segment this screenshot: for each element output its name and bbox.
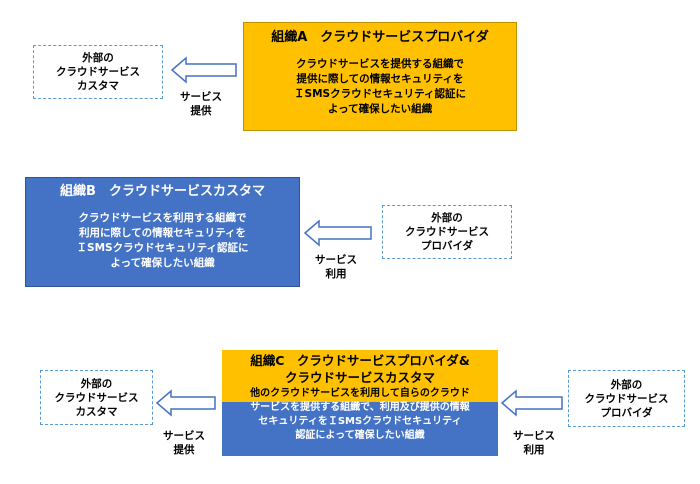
box-line: カスタマ xyxy=(77,80,119,92)
org-c-blue-half xyxy=(222,402,498,456)
label-line: サービス xyxy=(180,91,222,103)
label-line: 提供 xyxy=(173,444,195,456)
left-arrow-icon xyxy=(170,56,237,84)
desc-line: 提供に際しての情報セキュリティを xyxy=(296,73,464,85)
box-line: 外部の xyxy=(431,212,463,224)
box-line: クラウドサービス xyxy=(405,226,489,238)
box-line: 外部の xyxy=(80,377,113,390)
box-line: クラウドサービス xyxy=(584,392,669,405)
left-arrow-icon xyxy=(303,219,372,247)
org-a-title: 組織A クラウドサービスプロバイダ xyxy=(271,30,489,45)
label-line: 利用 xyxy=(523,444,545,456)
org-a-box: 組織A クラウドサービスプロバイダ クラウドサービスを提供する組織で 提供に際し… xyxy=(243,22,517,131)
org-b-description: クラウドサービスを利用する組織で 利用に際しての情報セキュリティを ＩSMSクラ… xyxy=(26,211,299,271)
org-c-title: 組織C クラウドサービスプロバイダ& クラウドサービスカスタマ xyxy=(222,352,498,386)
box-line: クラウドサービス xyxy=(56,66,140,78)
box-line: プロバイダ xyxy=(600,406,653,419)
external-customer-box-a: 外部の クラウドサービス カスタマ xyxy=(33,45,163,99)
desc-line: サービスを提供する組織で、利用及び提供の情報 xyxy=(250,402,470,413)
desc-line: よって確保したい組織 xyxy=(110,257,215,269)
external-customer-box-c: 外部の クラウドサービス カスタマ xyxy=(40,370,153,425)
label-line: 利用 xyxy=(325,268,347,280)
service-use-label-c: サービス 利用 xyxy=(508,429,560,457)
label-line: サービス xyxy=(315,254,357,266)
service-provide-label-a: サービス 提供 xyxy=(175,90,227,118)
desc-line: クラウドサービスを利用する組織で xyxy=(78,212,247,224)
box-line: 外部の xyxy=(82,52,114,64)
desc-line: ＩSMSクラウドセキュリティ認証に xyxy=(294,88,466,100)
left-arrow-icon xyxy=(500,389,563,417)
desc-line: セキュリティをＩSMSクラウドセキュリティ xyxy=(258,416,462,427)
box-line: プロバイダ xyxy=(420,240,474,252)
desc-line: 認証によって確保したい組織 xyxy=(295,430,425,441)
org-b-title: 組織B クラウドサービスカスタマ xyxy=(60,184,265,199)
org-b-box: 組織B クラウドサービスカスタマ クラウドサービスを利用する組織で 利用に際して… xyxy=(25,177,300,287)
desc-line: 他のクラウドサービスを利用して自らのクラウド xyxy=(250,388,470,399)
box-line: カスタマ xyxy=(75,405,118,418)
desc-line: よって確保したい組織 xyxy=(327,103,433,115)
desc-line: ＩSMSクラウドセキュリティ認証に xyxy=(76,242,249,254)
box-line: 外部の xyxy=(610,378,643,391)
org-c-box: 組織C クラウドサービスプロバイダ& クラウドサービスカスタマ 他のクラウドサー… xyxy=(222,350,498,456)
external-provider-box-b: 外部の クラウドサービス プロバイダ xyxy=(382,205,512,259)
desc-line: クラウドサービスを提供する組織で xyxy=(296,58,464,70)
desc-line: 利用に際しての情報セキュリティを xyxy=(78,227,247,239)
org-a-description: クラウドサービスを提供する組織で 提供に際しての情報セキュリティを ＩSMSクラ… xyxy=(244,57,516,117)
service-provide-label-c: サービス 提供 xyxy=(158,429,210,457)
label-line: サービス xyxy=(163,430,205,442)
label-line: 提供 xyxy=(190,105,212,117)
title-line: 組織C クラウドサービスプロバイダ& xyxy=(250,353,470,368)
org-c-description: 他のクラウドサービスを利用して自らのクラウド サービスを提供する組織で、利用及び… xyxy=(222,387,498,443)
label-line: サービス xyxy=(513,430,555,442)
box-line: クラウドサービス xyxy=(54,391,139,404)
title-line: クラウドサービスカスタマ xyxy=(284,370,435,385)
external-provider-box-c: 外部の クラウドサービス プロバイダ xyxy=(568,370,685,427)
left-arrow-icon xyxy=(155,389,216,417)
org-c-orange-half xyxy=(222,350,498,402)
service-use-label-b: サービス 利用 xyxy=(310,253,362,281)
